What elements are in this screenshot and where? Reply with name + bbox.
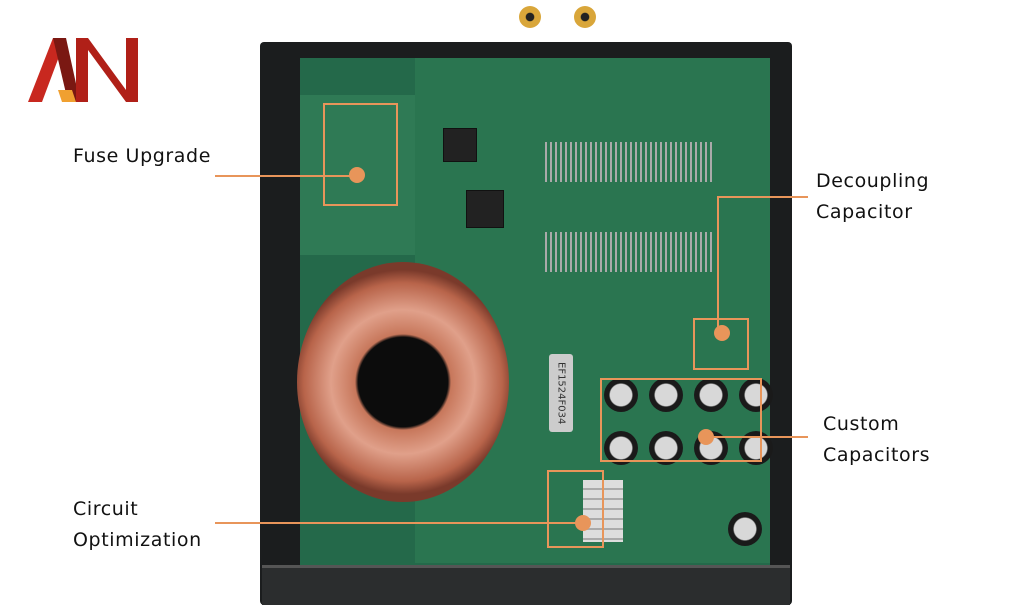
toroidal-transformer — [297, 262, 509, 502]
resistor-array — [545, 232, 715, 272]
decoupling-label-line2: Capacitor — [816, 201, 913, 223]
circuit-optimization-label: Circuit Optimization — [73, 494, 202, 556]
decoupling-label-line1: Decoupling — [816, 170, 930, 192]
chip — [466, 190, 504, 228]
capacitor — [649, 378, 683, 412]
resistor-array — [545, 142, 715, 182]
capacitor — [694, 378, 728, 412]
rca-connector — [574, 6, 596, 28]
chip — [443, 128, 477, 162]
decoupling-leader-line — [718, 196, 808, 198]
board-label: EF1524F034 — [549, 354, 573, 432]
rca-connector — [519, 6, 541, 28]
fuse-marker-dot — [349, 167, 365, 183]
circuit-marker-dot — [575, 515, 591, 531]
brand-logo — [28, 38, 140, 104]
circuit-leader-line — [215, 522, 583, 524]
decoupling-leader-line-vertical — [717, 196, 719, 332]
fuse-upgrade-label: Fuse Upgrade — [73, 145, 211, 167]
decoupling-marker-dot — [714, 325, 730, 341]
capacitor — [739, 378, 773, 412]
circuit-label-line2: Optimization — [73, 529, 202, 551]
custom-leader-line — [706, 436, 808, 438]
decoupling-capacitor-label: Decoupling Capacitor — [816, 166, 929, 228]
custom-label-line2: Capacitors — [823, 444, 931, 466]
capacitor — [728, 512, 762, 546]
capacitor — [604, 431, 638, 465]
decoupling-highlight-box — [693, 318, 749, 370]
fuse-leader-line — [215, 175, 357, 177]
fuse-highlight-box — [323, 103, 398, 206]
capacitor — [604, 378, 638, 412]
circuit-label-line1: Circuit — [73, 498, 139, 520]
custom-capacitors-highlight-box — [600, 378, 762, 462]
custom-marker-dot — [698, 429, 714, 445]
custom-label-line1: Custom — [823, 413, 900, 435]
custom-capacitors-label: Custom Capacitors — [823, 409, 930, 471]
capacitor — [649, 431, 683, 465]
front-panel — [262, 565, 790, 605]
circuit-highlight-box — [547, 470, 604, 548]
